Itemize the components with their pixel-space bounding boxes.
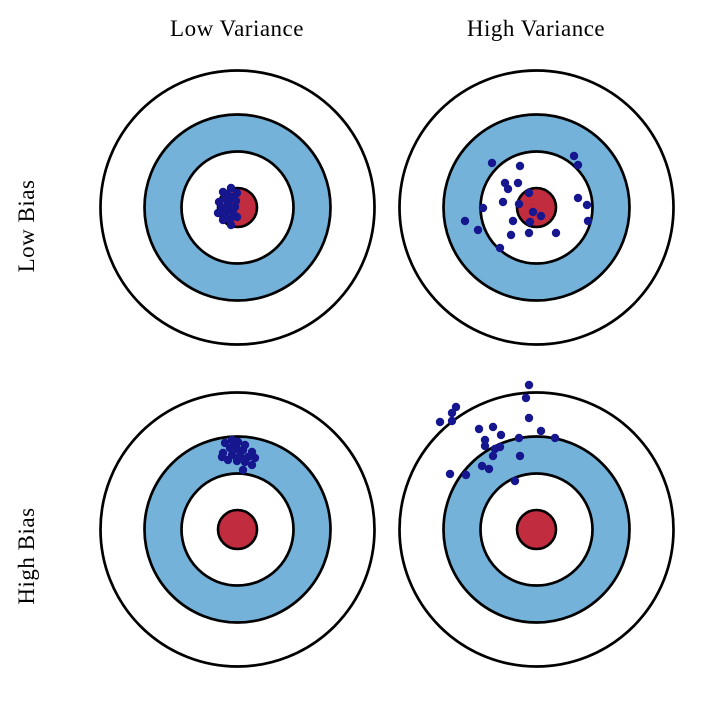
shot-dot	[213, 208, 223, 218]
shot-dot	[495, 442, 505, 452]
bullseye	[515, 186, 558, 229]
shot-dot	[478, 203, 488, 213]
shot-dot	[480, 441, 490, 451]
column-header-low-variance: Low Variance	[170, 16, 304, 41]
shot-dot	[447, 416, 457, 426]
shot-dot	[461, 470, 471, 480]
shot-dot	[510, 476, 520, 486]
shot-dot	[515, 451, 525, 461]
shot-dot	[474, 424, 484, 434]
shot-dot	[488, 451, 498, 461]
target-panel-high-bias-low-variance	[99, 391, 376, 668]
shot-dot	[524, 413, 534, 423]
shot-dot	[521, 393, 531, 403]
target-panel-low-bias-low-variance	[99, 69, 376, 346]
shot-dot	[525, 217, 535, 227]
shot-dot	[583, 216, 593, 226]
bullseye	[216, 508, 259, 551]
shot-dot	[247, 460, 257, 470]
shot-dot	[503, 184, 513, 194]
shot-dot	[484, 464, 494, 474]
shot-dot	[225, 443, 235, 453]
shot-dot	[477, 461, 487, 471]
shot-dot	[514, 433, 524, 443]
shot-dot	[513, 178, 523, 188]
shot-dot	[551, 228, 561, 238]
shot-dot	[232, 212, 242, 222]
row-label-low-bias: Low Bias	[14, 179, 39, 273]
shot-dot	[495, 243, 505, 253]
shot-dot	[498, 197, 508, 207]
shot-dot	[451, 402, 461, 412]
shot-dot	[528, 207, 538, 217]
shot-dot	[582, 200, 592, 210]
shot-dot	[508, 216, 518, 226]
shot-dot	[569, 151, 579, 161]
shot-dot	[524, 228, 534, 238]
column-header-high-variance: High Variance	[466, 16, 606, 41]
shot-dot	[515, 161, 525, 171]
shot-dot	[232, 456, 242, 466]
shot-dot	[226, 220, 236, 230]
shot-dot	[536, 211, 546, 221]
shot-dot	[223, 455, 233, 465]
shot-dot	[514, 199, 524, 209]
shot-dot	[218, 215, 228, 225]
bullseye	[515, 508, 558, 551]
shot-dot	[487, 158, 497, 168]
row-label-high-bias: High Bias	[14, 507, 39, 605]
shot-dot	[226, 183, 236, 193]
shot-dot	[524, 188, 534, 198]
shot-dot	[238, 465, 248, 475]
target-panel-high-bias-high-variance	[398, 380, 675, 668]
shot-dot	[435, 417, 445, 427]
shot-dot	[250, 453, 260, 463]
shot-dot	[573, 193, 583, 203]
shot-dot	[445, 469, 455, 479]
shot-dot	[524, 380, 534, 390]
shot-dot	[460, 216, 470, 226]
target-panel-low-bias-high-variance	[398, 69, 675, 346]
shot-dot	[447, 408, 457, 418]
shot-dot	[573, 160, 583, 170]
shot-dot	[550, 433, 560, 443]
shot-dot	[240, 457, 250, 467]
shot-dot	[488, 422, 498, 432]
shot-dot	[480, 435, 490, 445]
shot-dot	[473, 225, 483, 235]
shot-dot	[536, 426, 546, 436]
shot-dot	[506, 230, 516, 240]
shot-dot	[496, 430, 506, 440]
